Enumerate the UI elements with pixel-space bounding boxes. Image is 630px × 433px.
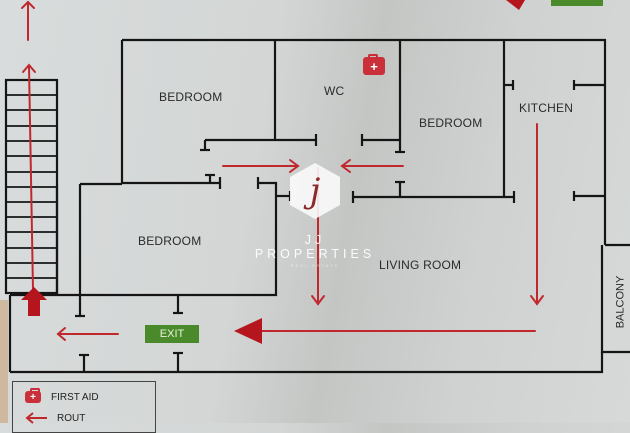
room-label-bedroom-1: BEDROOM xyxy=(159,90,223,104)
room-label-living-room: LIVING ROOM xyxy=(379,258,462,272)
first-aid-kit-icon: + xyxy=(363,54,385,75)
floor-plan xyxy=(4,0,630,374)
wall-edge xyxy=(0,300,8,423)
first-aid-kit-icon: + xyxy=(25,388,41,403)
legend: + FIRST AID ROUT xyxy=(12,381,156,433)
watermark-title: JJ PROPERTIES xyxy=(254,233,376,261)
arrow-left-icon xyxy=(25,412,47,424)
room-label-bedroom-3: BEDROOM xyxy=(138,234,202,248)
watermark: j JJ PROPERTIES REAL ESTATE xyxy=(245,163,385,268)
room-label-bedroom-2: BEDROOM xyxy=(419,116,483,130)
jj-logo-icon: j xyxy=(290,163,340,219)
legend-item-first-aid: + FIRST AID xyxy=(25,388,99,403)
room-label-kitchen: KITCHEN xyxy=(519,101,574,115)
exit-sign: EXIT xyxy=(145,325,199,343)
legend-item-route: ROUT xyxy=(25,412,85,424)
room-label-balcony: BALCONY xyxy=(614,275,627,329)
room-label-wc: WC xyxy=(324,84,345,98)
watermark-subtitle: REAL ESTATE xyxy=(290,263,340,268)
exit-sign-top xyxy=(551,0,603,6)
